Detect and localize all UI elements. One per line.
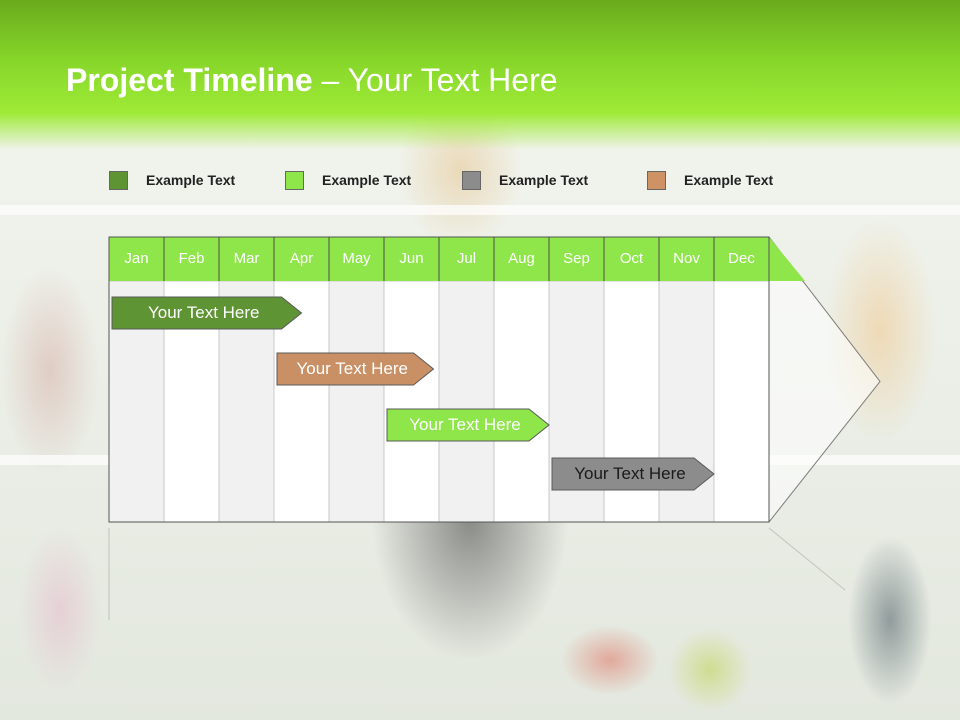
month-label-apr: Apr <box>289 250 314 267</box>
legend-item: Example Text <box>109 170 235 190</box>
task-bar <box>386 408 550 442</box>
month-label-dec: Dec <box>728 250 755 267</box>
task-bar-label: Your Text Here <box>147 303 260 322</box>
legend-swatch <box>462 170 481 190</box>
month-label-oct: Oct <box>619 250 644 267</box>
month-label-aug: Aug <box>508 250 535 267</box>
page-title: Project Timeline – Your Text Here <box>66 62 558 99</box>
shelf <box>0 205 960 215</box>
title-banner <box>0 0 960 150</box>
legend-item: Example Text <box>647 170 773 190</box>
title-rest: – Your Text Here <box>312 62 558 98</box>
month-column <box>713 280 770 523</box>
title-bold: Project Timeline <box>66 62 313 98</box>
month-label-sep: Sep <box>563 250 590 267</box>
task-bar <box>551 457 715 491</box>
month-label-mar: Mar <box>233 250 260 267</box>
task-bar <box>276 352 435 386</box>
month-header-strip <box>109 237 805 281</box>
month-label-feb: Feb <box>178 250 205 267</box>
month-column <box>438 280 495 523</box>
month-column <box>493 280 550 523</box>
month-column <box>383 280 440 523</box>
task-bar-label: Your Text Here <box>296 359 408 378</box>
month-label-may: May <box>342 250 371 267</box>
legend-label: Example Text <box>499 172 589 188</box>
legend-swatch <box>285 170 304 190</box>
legend-item: Example Text <box>285 170 411 190</box>
task-bar <box>111 296 303 330</box>
legend-item: Example Text <box>462 170 588 190</box>
month-label-jan: Jan <box>124 250 149 267</box>
task-bar-label: Your Text Here <box>409 415 521 434</box>
month-label-jun: Jun <box>399 250 424 267</box>
legend-swatch <box>109 170 128 190</box>
legend-label: Example Text <box>322 172 412 188</box>
legend-label: Example Text <box>684 172 774 188</box>
reflection-line <box>768 527 846 591</box>
month-label-nov: Nov <box>673 250 700 267</box>
task-bar-label: Your Text Here <box>574 464 686 483</box>
legend-label: Example Text <box>146 172 236 188</box>
legend-swatch <box>647 170 666 190</box>
month-label-jul: Jul <box>456 250 477 267</box>
month-column <box>328 280 385 523</box>
timeline-frame <box>108 236 770 523</box>
